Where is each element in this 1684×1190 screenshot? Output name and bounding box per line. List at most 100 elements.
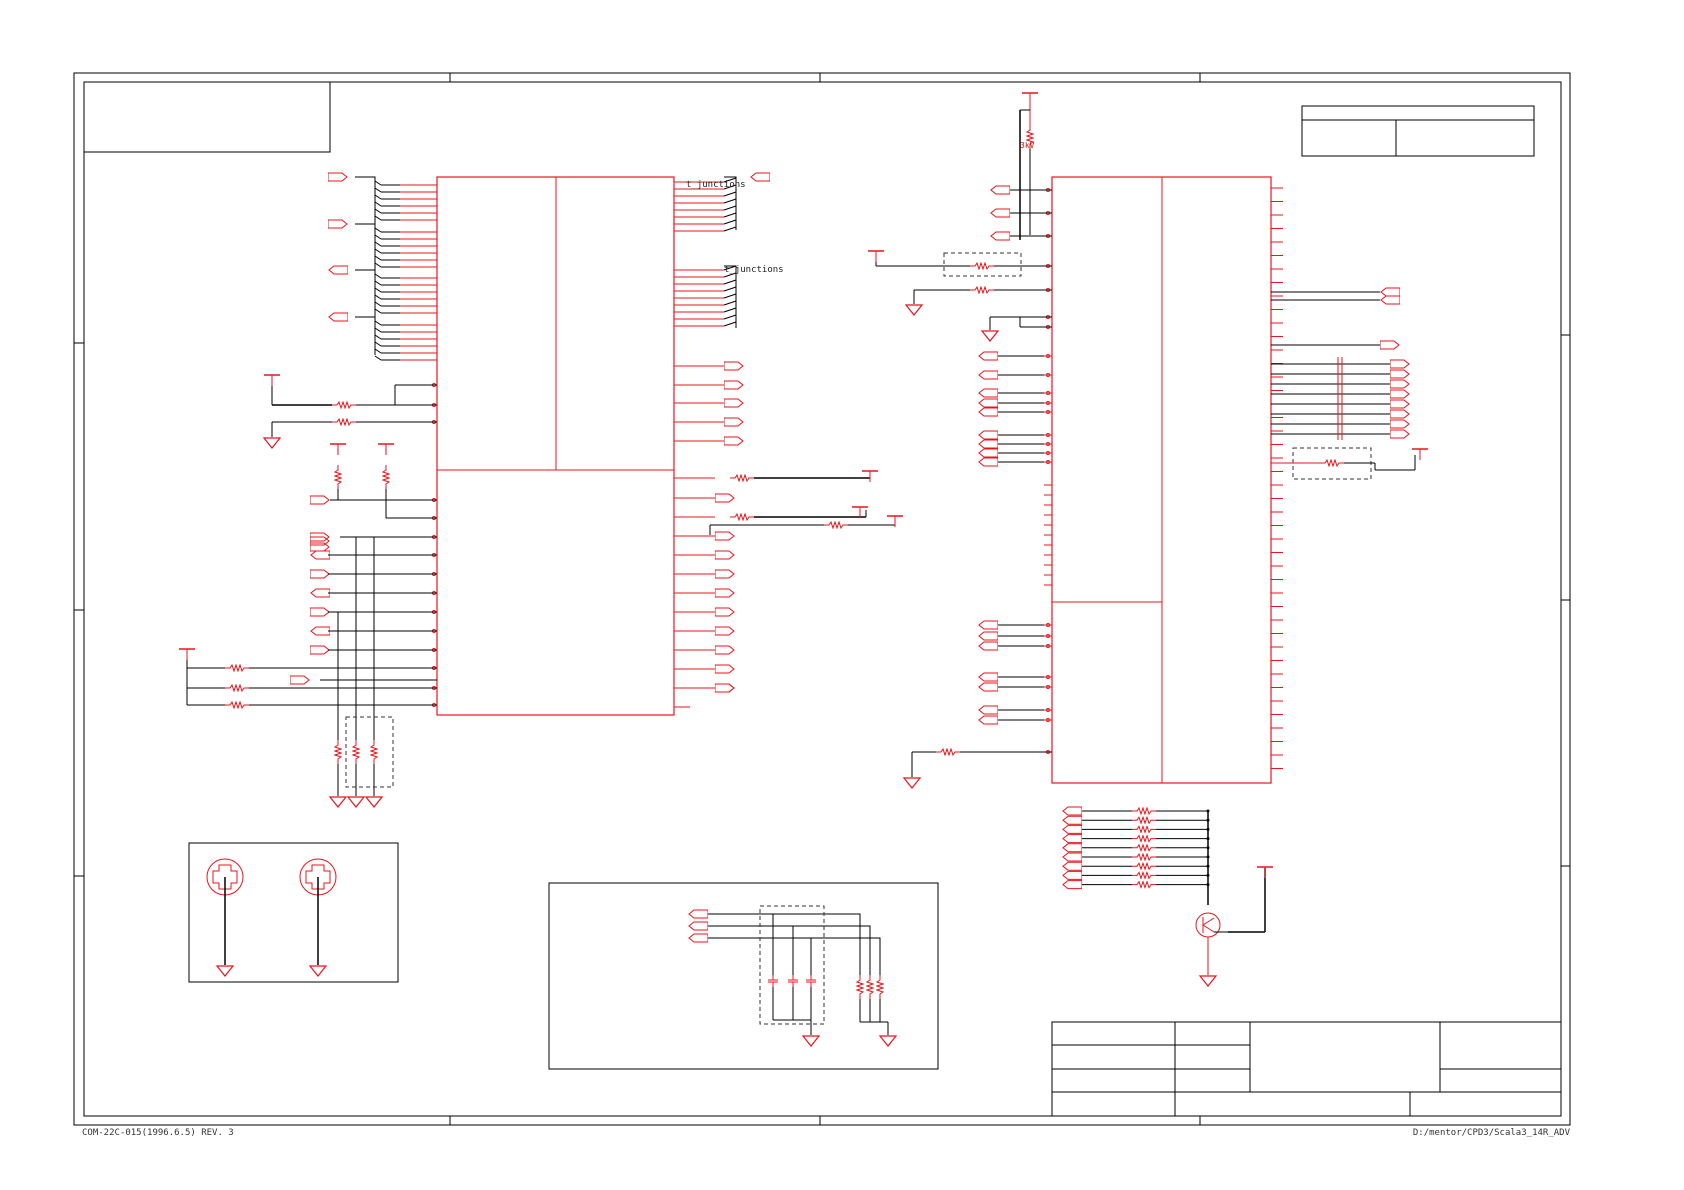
port-flag-icon (724, 436, 744, 446)
port-flag-icon (978, 715, 998, 725)
port-flag-icon (1390, 419, 1410, 429)
right-ic-right-network (1271, 447, 1429, 480)
port-flag-icon (978, 407, 998, 417)
right-ic-output-ports (1380, 287, 1410, 439)
port-flag-icon (310, 645, 330, 655)
port-flag-icon (1062, 824, 1082, 834)
port-flag-icon (978, 439, 998, 449)
resistor-zigzag-icon (1132, 871, 1156, 879)
left-ic (436, 176, 675, 716)
port-flag-icon (978, 672, 998, 682)
port-flag-icon (978, 705, 998, 715)
port-flag-icon (1390, 379, 1410, 389)
port-flag-icon (715, 645, 735, 655)
mounting-holes-box (188, 842, 399, 983)
port-flag-icon (724, 398, 744, 408)
mounting-hole-icon (299, 858, 337, 977)
resistor-array (1062, 806, 1210, 890)
left-bias-network (263, 374, 437, 449)
port-flag-icon (1390, 429, 1410, 439)
right-ic-top-network (867, 92, 1052, 342)
port-flag-icon (715, 550, 735, 560)
port-flag-icon (978, 641, 998, 651)
port-flag-icon (310, 542, 330, 552)
port-flag-icon (1062, 852, 1082, 862)
form-code: COM-22C-015(1996.6.5) REV. 3 (82, 1128, 234, 1138)
port-flag-icon (1380, 287, 1400, 297)
left-lower-ports (290, 532, 330, 685)
port-flag-icon (978, 370, 998, 380)
port-flag-icon (715, 664, 735, 674)
left-bus-wires (355, 176, 737, 355)
port-flag-icon (724, 417, 744, 427)
left-lower-resistors (178, 648, 394, 808)
port-flag-icon (978, 620, 998, 630)
resistor-zigzag-icon (1132, 816, 1156, 824)
port-flag-icon (715, 531, 735, 541)
right-ic (1051, 176, 1272, 784)
port-flag-icon (310, 588, 330, 598)
resistor-zigzag-icon (1132, 844, 1156, 852)
right-res-note: 3kV (1020, 141, 1035, 150)
left-chip-note-2: t_junctions (724, 265, 784, 275)
port-flag-icon (310, 626, 330, 636)
port-flag-icon (1390, 359, 1410, 369)
left-chip-note-1: t_junctions (686, 180, 746, 190)
port-flag-icon (1390, 409, 1410, 419)
port-flag-icon (1062, 815, 1082, 825)
left-ic-right-pins (674, 181, 724, 708)
port-flag-icon (1390, 369, 1410, 379)
left-ic-output-ports (715, 361, 744, 693)
filter-box (548, 882, 939, 1070)
port-flag-icon (715, 683, 735, 693)
port-flag-icon (978, 631, 998, 641)
drawing-frame (73, 72, 1571, 1126)
left-pullups (310, 443, 437, 519)
right-ic-left-pins (1044, 188, 1052, 754)
port-flag-icon (978, 398, 998, 408)
port-flag-icon (1062, 843, 1082, 853)
port-flag-icon (1062, 834, 1082, 844)
transistor-icon (1195, 912, 1221, 938)
port-flag-icon (1390, 389, 1410, 399)
resistor-zigzag-icon (1132, 835, 1156, 843)
port-flag-icon (978, 351, 998, 361)
port-flag-icon (978, 430, 998, 440)
port-flag-icon (1380, 295, 1400, 305)
port-flag-icon (310, 550, 330, 560)
right-ic-right-pins (1271, 187, 1390, 769)
port-flag-icon (978, 682, 998, 692)
bus-fanout (374, 177, 737, 361)
port-flag-icon (715, 493, 735, 503)
port-flag-icon (1062, 870, 1082, 880)
right-ic-left-ports (978, 351, 1044, 725)
left-ic-left-pins (400, 184, 437, 707)
transistor-stage (1195, 810, 1274, 987)
port-flag-icon (715, 569, 735, 579)
resistor-zigzag-icon (1132, 807, 1156, 815)
port-flag-icon (724, 361, 744, 371)
port-flag-icon (1380, 340, 1400, 350)
port-flag-icon (1062, 806, 1082, 816)
port-flag-icon (978, 457, 998, 467)
port-flag-icon (1062, 880, 1082, 890)
port-flag-icon (310, 607, 330, 617)
left-ic-right-wires (709, 470, 904, 535)
port-flag-icon (290, 675, 310, 685)
port-flag-icon (1390, 399, 1410, 409)
mounting-hole-icon (206, 858, 244, 977)
port-flag-icon (715, 588, 735, 598)
notes-box (83, 81, 331, 153)
port-flag-icon (310, 569, 330, 579)
port-flag-icon (978, 388, 998, 398)
port-flag-icon (724, 380, 744, 390)
left-lower-wires (186, 536, 437, 796)
file-path: D:/mentor/CPD3/Scala3_14R_ADV (1413, 1128, 1571, 1138)
right-ic-bottom-resistor (903, 748, 1052, 789)
revision-box (1301, 105, 1535, 157)
port-flag-icon (715, 607, 735, 617)
port-flag-icon (1062, 861, 1082, 871)
resistor-zigzag-icon (1132, 825, 1156, 833)
resistor-zigzag-icon (1132, 862, 1156, 870)
